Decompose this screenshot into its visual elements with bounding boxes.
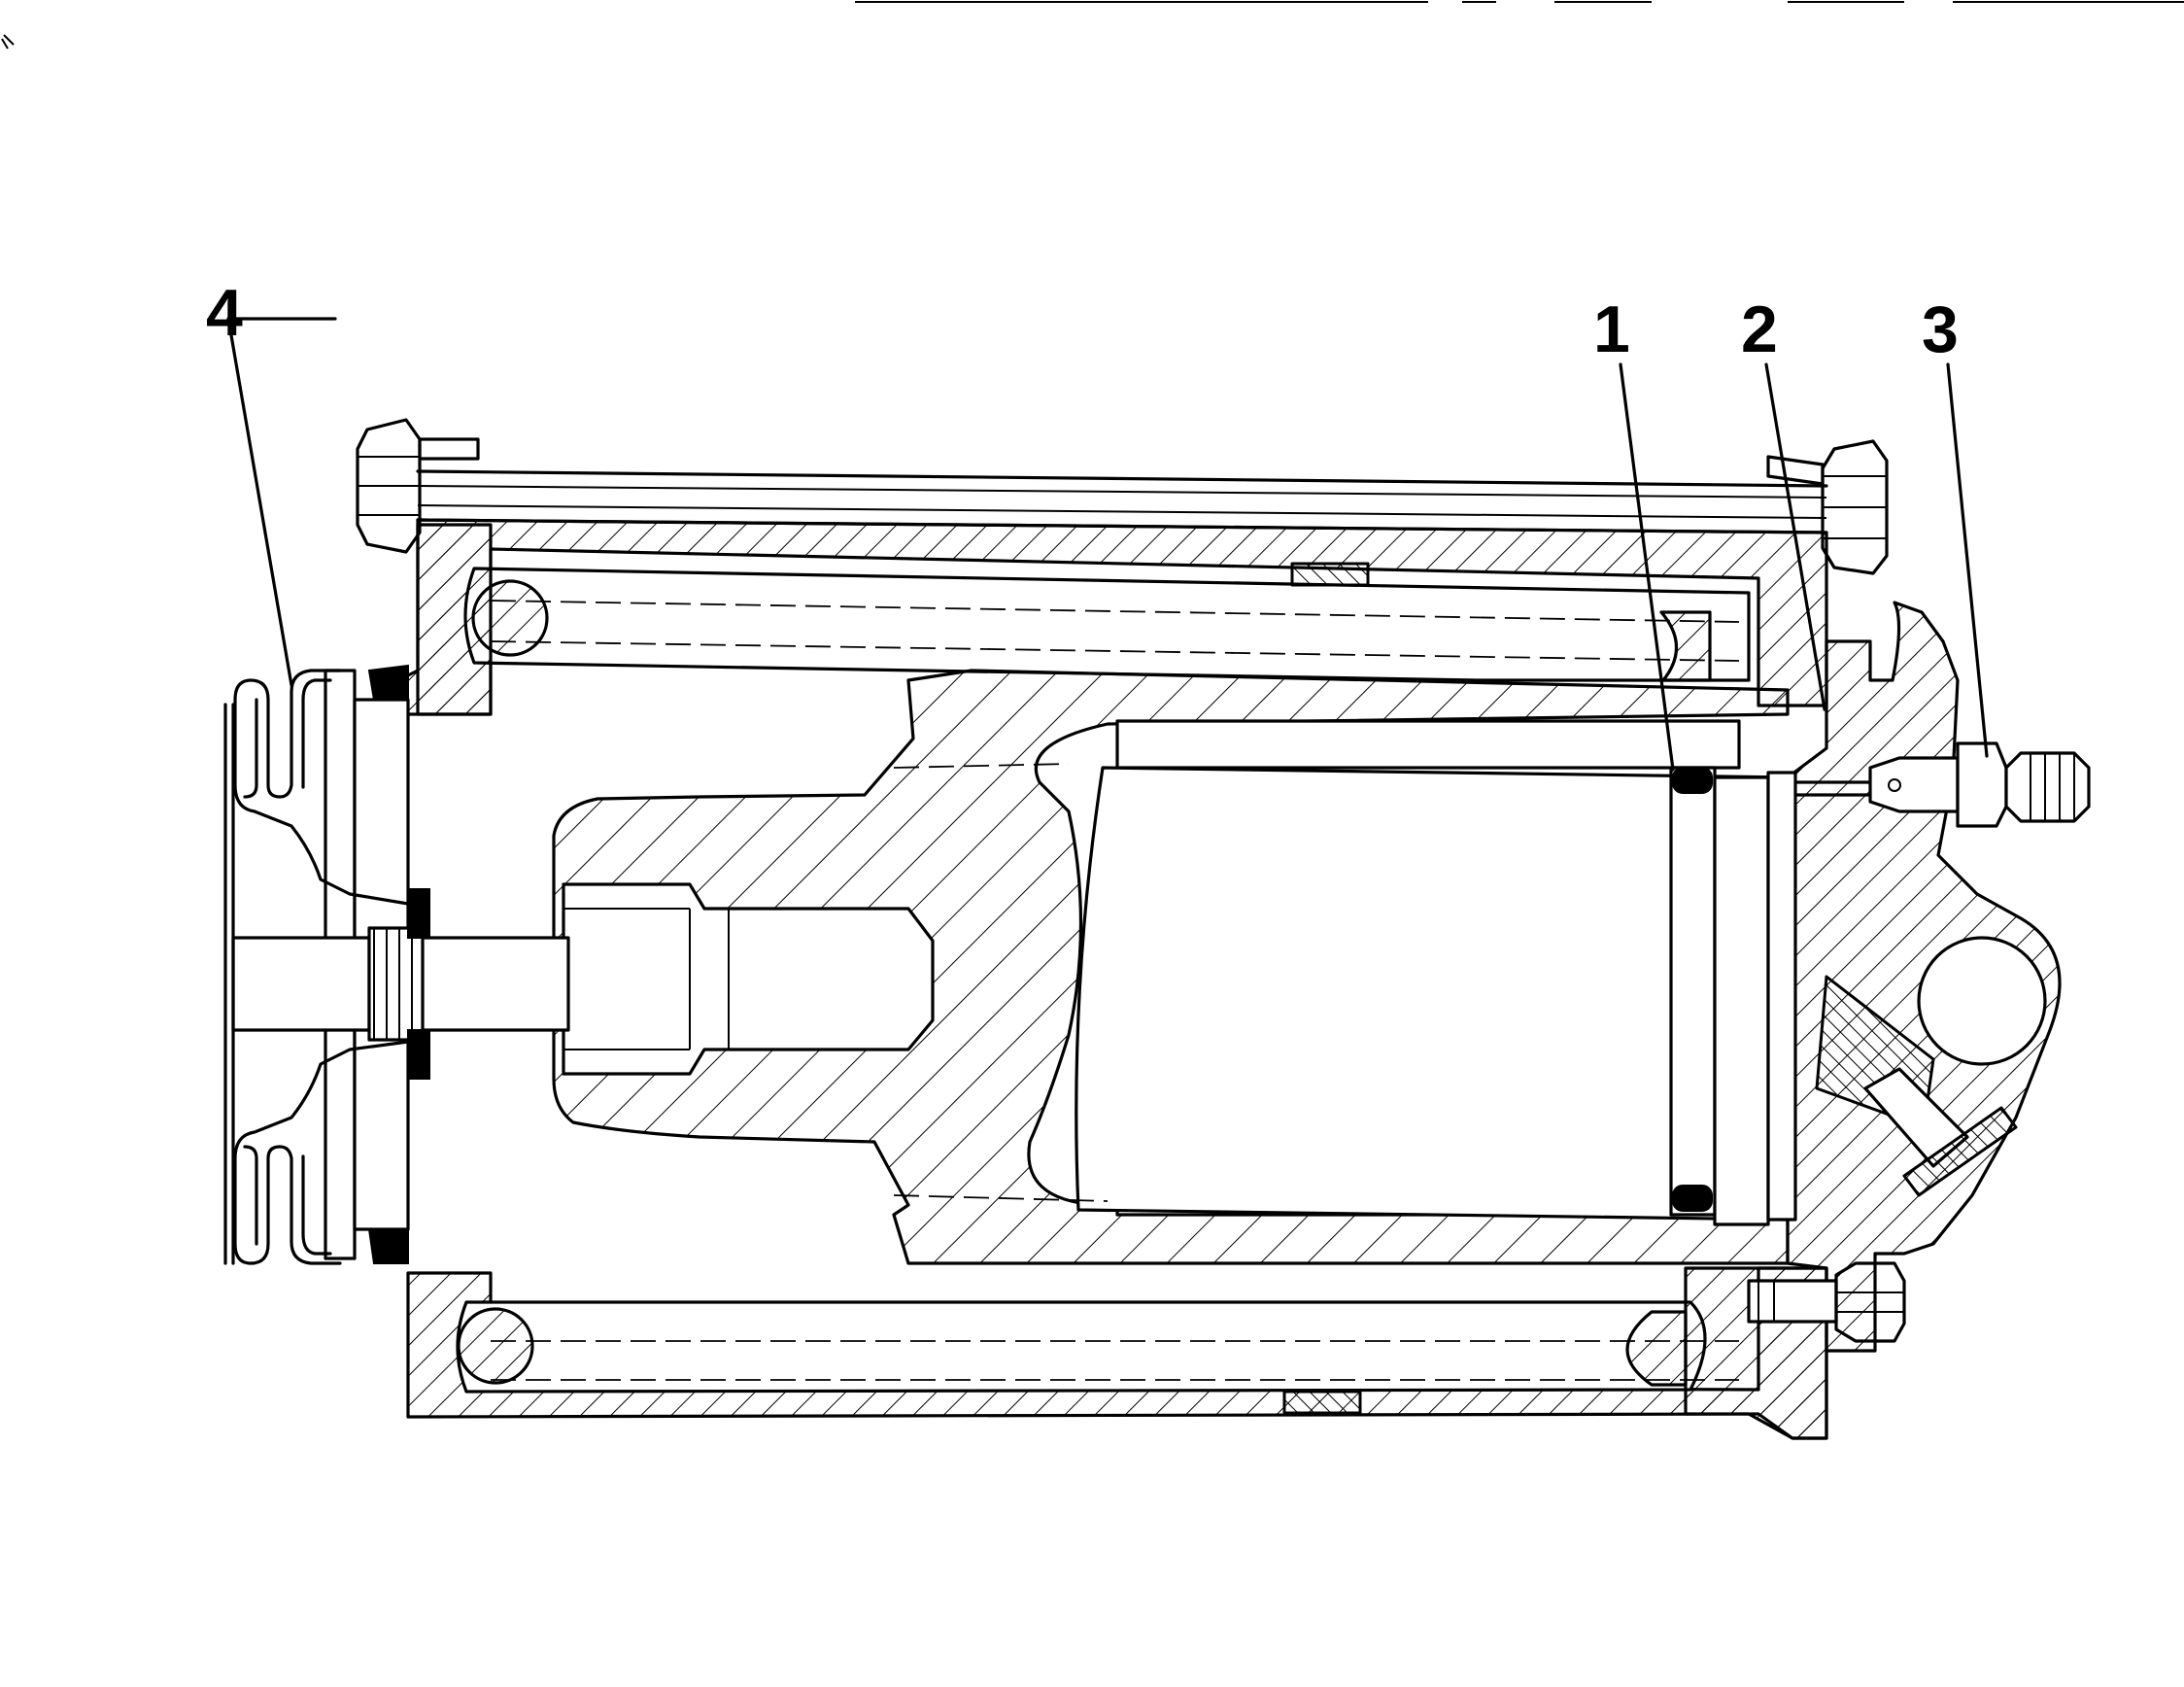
cylinder-head [1747, 601, 2062, 1353]
hidden-lines [490, 600, 1740, 1381]
seal-ring-top [1672, 767, 1713, 794]
callout-1-label: 1 [1593, 293, 1630, 366]
callout-3-label: 3 [1922, 293, 1959, 366]
seal-ring-bottom [1672, 1185, 1713, 1212]
cylinder-housing [396, 518, 1828, 1440]
piston [416, 766, 1797, 1226]
leader-lines [226, 317, 1989, 772]
dust-boot [223, 664, 430, 1265]
bleeder-valve [1795, 741, 2091, 828]
callout-4-label: 4 [206, 276, 243, 350]
callout-2-label: 2 [1741, 293, 1778, 366]
